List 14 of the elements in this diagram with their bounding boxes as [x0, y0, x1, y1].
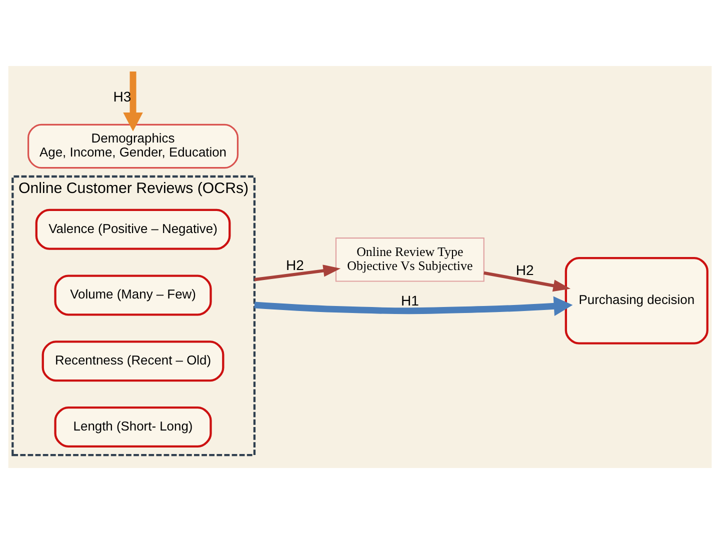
node-box: Recentness (Recent – Old): [42, 340, 224, 382]
edge-label: H2: [516, 262, 534, 278]
arrow: [254, 264, 341, 282]
node-box: Length (Short- Long): [54, 406, 212, 448]
arrow: [123, 72, 143, 132]
node-box: Valence (Positive – Negative): [35, 208, 231, 250]
node-box: Volume (Many – Few): [54, 274, 212, 316]
edge-label: H2: [286, 256, 304, 273]
node-box: Demographics Age, Income, Gender, Education: [27, 124, 239, 169]
node-box: Online Review Type Objective Vs Subjective: [335, 238, 484, 282]
node-box: Purchasing decision: [564, 256, 708, 344]
arrow: [254, 296, 573, 316]
edge-label: H1: [400, 292, 419, 308]
arrow: [484, 271, 571, 292]
